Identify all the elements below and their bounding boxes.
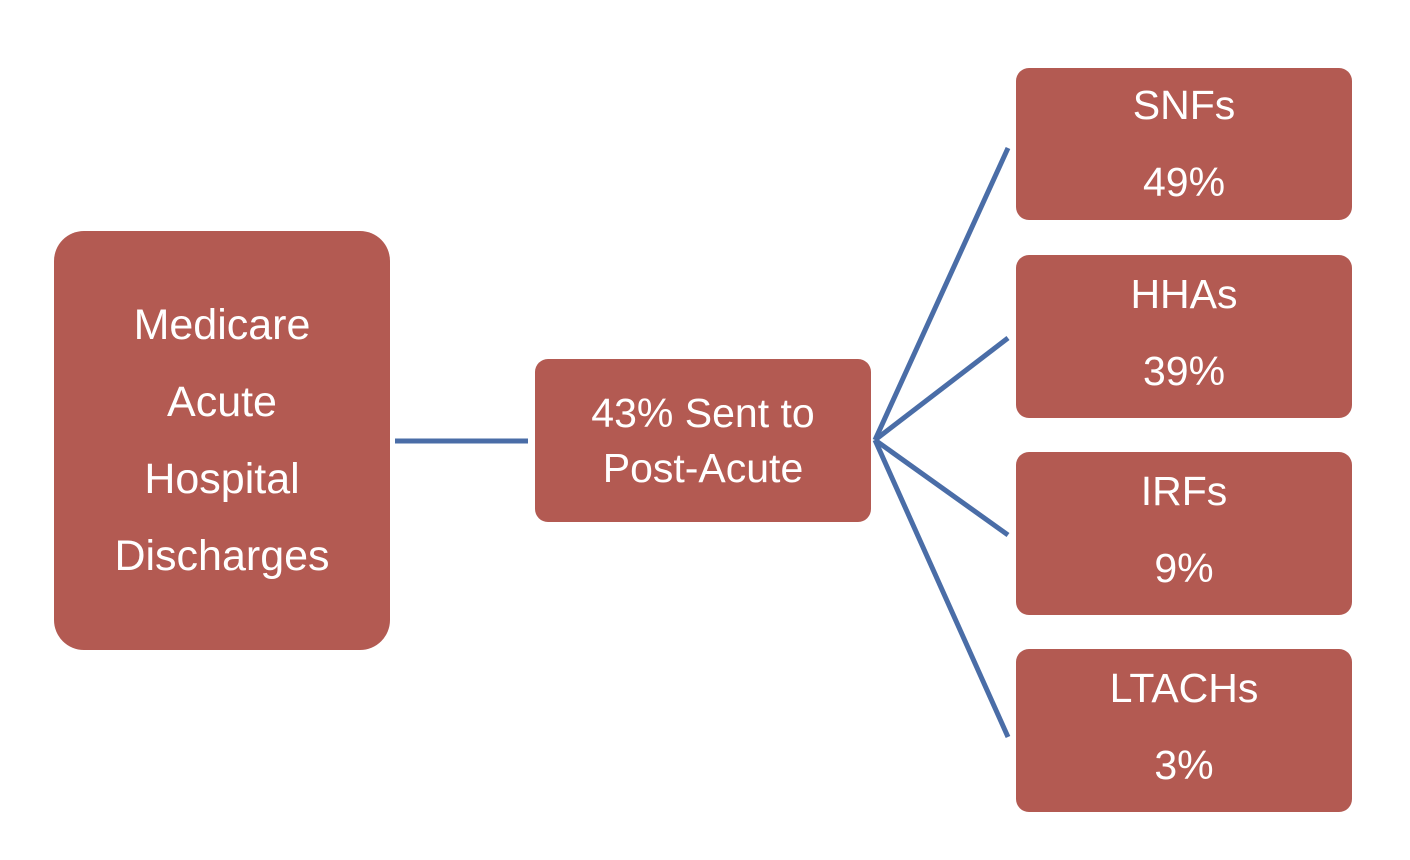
destination-percent: 49% xyxy=(1142,159,1226,205)
destination-box-irfs: IRFs 9% xyxy=(1016,452,1352,615)
destination-box-hhas: HHAs 39% xyxy=(1016,255,1352,418)
destination-name: HHAs xyxy=(1130,271,1238,317)
destination-name: LTACHs xyxy=(1109,665,1259,711)
destination-percent: 39% xyxy=(1142,348,1226,394)
middle-label-line-1: 43% Sent to xyxy=(591,389,815,436)
middle-label-line-2: Post-Acute xyxy=(602,444,804,491)
connector-middle-to-irfs xyxy=(873,437,1010,538)
destination-percent: 3% xyxy=(1154,742,1214,788)
source-label-line-1: Medicare xyxy=(133,300,311,349)
source-box: Medicare Acute Hospital Discharges xyxy=(54,231,390,650)
source-label-line-3: Hospital xyxy=(144,454,300,503)
connector-middle-to-hhas xyxy=(873,336,1010,442)
destination-percent: 9% xyxy=(1154,545,1214,591)
destination-box-snfs: SNFs 49% xyxy=(1016,68,1352,220)
connector-middle-to-snfs xyxy=(872,146,1011,442)
destination-name: SNFs xyxy=(1132,82,1236,128)
source-label-line-4: Discharges xyxy=(114,531,330,580)
connector-middle-to-ltachs xyxy=(872,438,1011,739)
destination-name: IRFs xyxy=(1140,468,1228,514)
middle-box: 43% Sent to Post-Acute xyxy=(535,359,871,522)
destination-box-ltachs: LTACHs 3% xyxy=(1016,649,1352,812)
source-label-line-2: Acute xyxy=(167,377,277,426)
